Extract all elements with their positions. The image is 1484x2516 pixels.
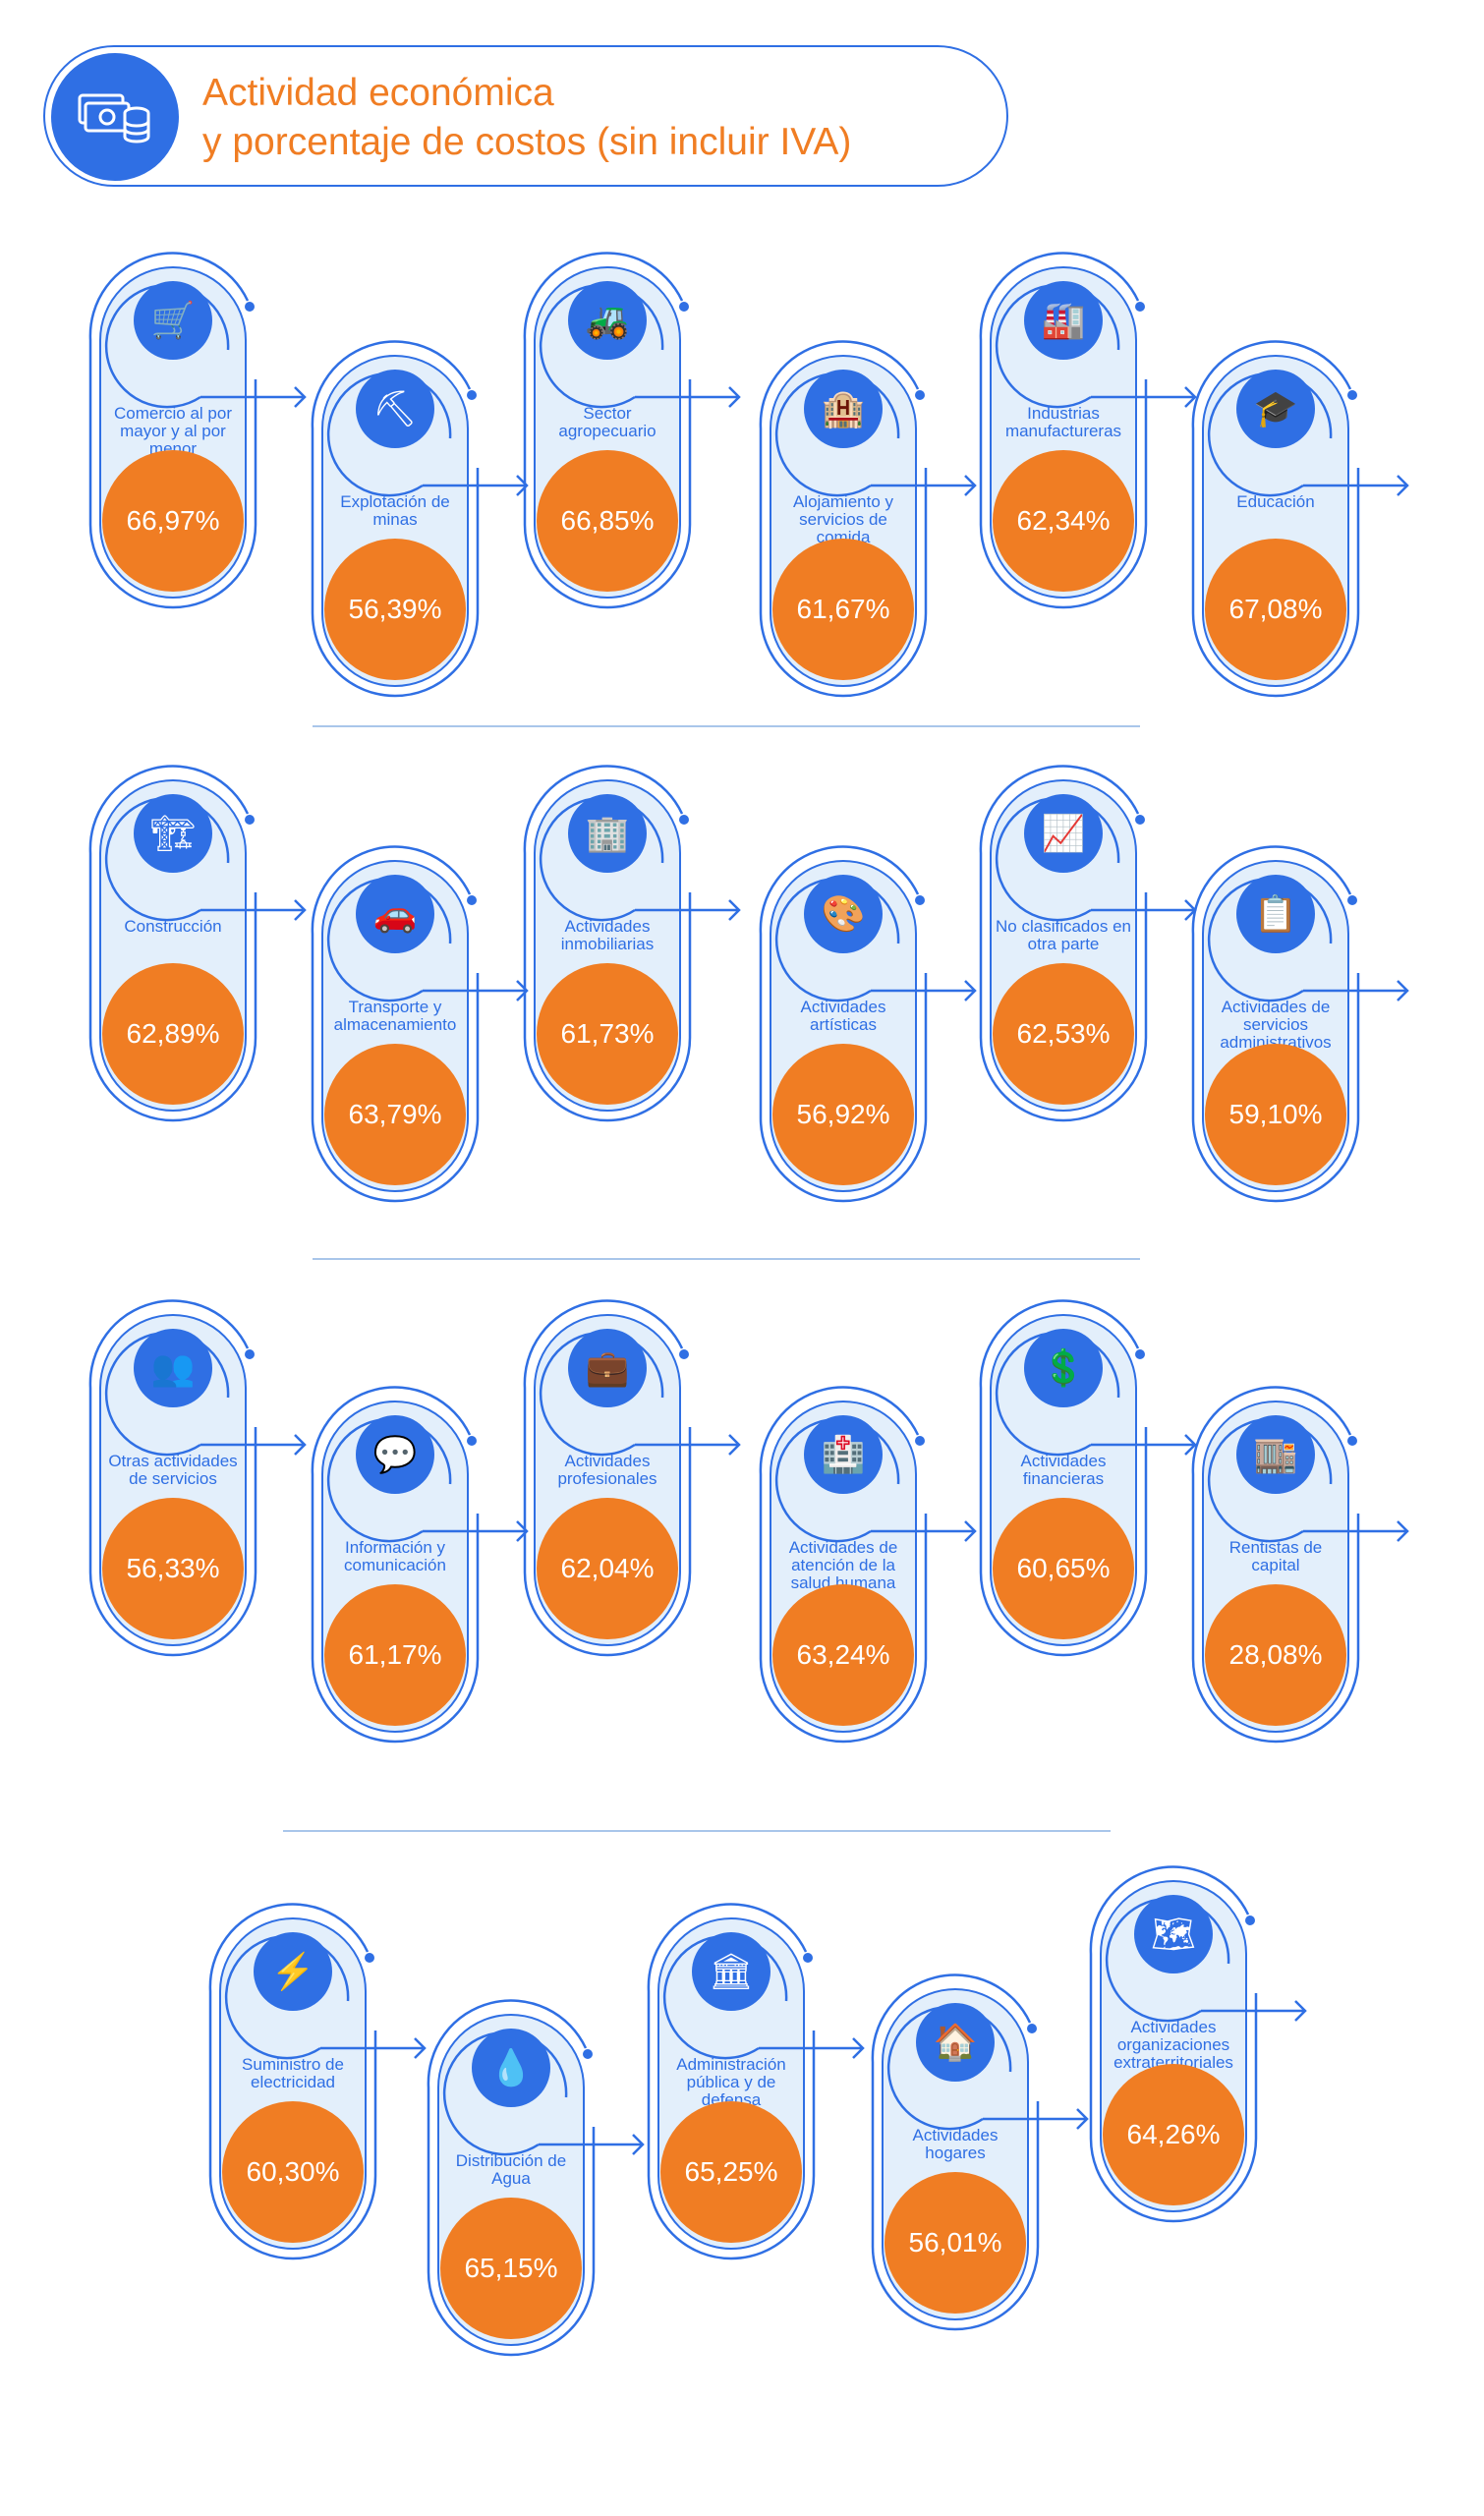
sector-label: Actividades financieras [1020,1452,1107,1488]
documents-icon: 📋 [1236,875,1315,953]
sector-label: Explotación de minas [340,492,450,529]
row-divider-2 [313,1258,1140,1260]
sector-card: 🏗 Construcción 62,89% [88,765,307,1122]
cost-percentage: 60,30% [222,2101,364,2243]
cost-percentage: 62,89% [102,963,244,1105]
sector-card: 🏬 Rentistas de capital 28,08% [1191,1386,1409,1744]
cost-percentage: 60,65% [993,1498,1134,1639]
sector-label: Actividades profesionales [557,1452,657,1488]
sector-label: Construcción [124,917,222,936]
water-drop-icon: 💧 [472,2029,550,2107]
miner-icon: ⛏ [356,370,434,448]
hospital-icon: 🏥 [804,1415,883,1494]
title-banner: Actividad económica y porcentaje de cost… [43,45,1008,187]
sector-label: No clasificados en otra parte [996,917,1131,953]
row-divider-3 [283,1830,1111,1832]
hotel-icon: 🏨 [804,370,883,448]
sector-card: 🚜 Sector agropecuario 66,85% [523,252,741,609]
sector-card: 🏭 Industrias manufactureras 62,34% [979,252,1197,609]
sector-label: Sector agropecuario [558,404,656,440]
sector-card: 🎨 Actividades artísticas 56,92% [759,845,977,1203]
sector-label: Alojamiento y servicios de comida [792,492,894,546]
cost-percentage: 62,34% [993,450,1134,592]
chat-bubbles-icon: 💬 [356,1415,434,1494]
cost-percentage: 66,85% [537,450,678,592]
house-icon: 🏠 [916,2003,995,2082]
sector-card: 🏢 Actividades inmobiliarias 61,73% [523,765,741,1122]
electric-plug-icon: ⚡ [254,1932,332,2011]
sector-label: Distribución de Agua [455,2151,567,2188]
sector-label: Actividades artísticas [800,998,886,1034]
sector-label: Actividades de atención de la salud huma… [788,1538,898,1592]
sector-label: Educación [1236,492,1315,511]
cost-percentage: 28,08% [1205,1584,1346,1726]
sector-card: 📋 Actividades de servicios administrativo… [1191,845,1409,1203]
sector-card: 🗺 Actividades organizaciones extraterrito… [1089,1865,1307,2223]
cost-percentage: 56,39% [324,539,466,680]
title-line-2: y porcentaje de costos (sin incluir IVA) [202,121,852,163]
sector-card: 🎓 Educación 67,08% [1191,340,1409,698]
sector-card: ⚡ Suministro de electricidad 60,30% [208,1903,427,2260]
crane-icon: 🏗 [134,794,212,873]
cost-percentage: 56,92% [772,1044,914,1185]
people-group-icon: 👥 [134,1329,212,1407]
row-divider-1 [313,725,1140,727]
cost-percentage: 59,10% [1205,1044,1346,1185]
sector-label: Actividades hogares [912,2126,999,2162]
shopping-cart-icon: 🛒 [134,281,212,360]
sector-label: Otras actividades de servicios [108,1452,238,1488]
sector-card: 💲 Actividades financieras 60,65% [979,1299,1197,1657]
title-line-1: Actividad económica [202,72,554,114]
sector-label: Actividades de servicios administrativos [1220,998,1332,1052]
sector-label: Transporte y almacenamiento [333,998,457,1034]
sector-label: Información y comunicación [344,1538,446,1574]
building-icon: 🏢 [568,794,647,873]
page-title: Actividad económica y porcentaje de cost… [202,69,851,167]
cost-percentage: 63,79% [324,1044,466,1185]
factory-worker-icon: 🏭 [1024,281,1103,360]
cost-percentage: 61,73% [537,963,678,1105]
professional-desk-icon: 💼 [568,1329,647,1407]
finance-report-icon: 💲 [1024,1329,1103,1407]
sector-label: Suministro de electricidad [242,2055,344,2091]
cost-percentage: 62,53% [993,963,1134,1105]
apartment-building-icon: 🏬 [1236,1415,1315,1494]
sector-card: 📈 No clasificados en otra parte 62,53% [979,765,1197,1122]
sector-label: Industrias manufactureras [1004,404,1122,440]
car-icon: 🚗 [356,875,434,953]
cost-percentage: 56,01% [885,2172,1026,2314]
cost-percentage: 67,08% [1205,539,1346,680]
cost-percentage: 65,25% [660,2101,802,2243]
cost-percentage: 61,67% [772,539,914,680]
palette-icon: 🎨 [804,875,883,953]
sector-card: 🏠 Actividades hogares 56,01% [871,1973,1089,2331]
sector-card: ⛏ Explotación de minas 56,39% [311,340,529,698]
cost-percentage: 61,17% [324,1584,466,1726]
tractor-icon: 🚜 [568,281,647,360]
growth-chart-icon: 📈 [1024,794,1103,873]
cost-percentage: 64,26% [1103,2064,1244,2205]
sector-card: 🚗 Transporte y almacenamiento 63,79% [311,845,529,1203]
cost-percentage: 66,97% [102,450,244,592]
map-flag-icon: 🗺 [1134,1895,1213,1973]
sector-label: Actividades organizaciones extraterritor… [1113,2018,1233,2072]
classroom-icon: 🎓 [1236,370,1315,448]
sector-card: 💼 Actividades profesionales 62,04% [523,1299,741,1657]
cost-percentage: 65,15% [440,2198,582,2339]
sector-card: 👥 Otras actividades de servicios 56,33% [88,1299,307,1657]
sector-card: 💧 Distribución de Agua 65,15% [427,1999,645,2357]
money-coins-icon [51,53,179,181]
cost-percentage: 56,33% [102,1498,244,1639]
sector-label: Comercio al por mayor y al por menor [114,404,232,458]
cost-percentage: 63,24% [772,1584,914,1726]
government-building-icon: 🏛 [692,1932,771,2011]
cost-percentage: 62,04% [537,1498,678,1639]
sector-card: 💬 Información y comunicación 61,17% [311,1386,529,1744]
sector-label: Actividades inmobiliarias [560,917,655,953]
sector-label: Rentistas de capital [1228,1538,1323,1574]
sector-card: 🏥 Actividades de atención de la salud hum… [759,1386,977,1744]
